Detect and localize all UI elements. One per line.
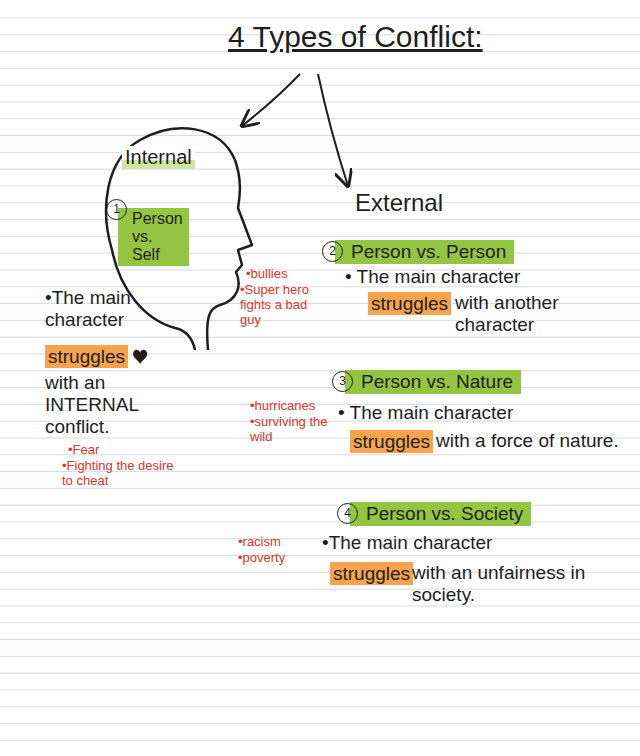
node-text: Person vs. Society	[366, 503, 523, 525]
highlight-word: struggles	[45, 345, 128, 368]
ruled-line	[0, 488, 640, 489]
ruled-line	[0, 18, 640, 19]
ruled-line	[0, 505, 640, 506]
highlight-band: Person vs. Society4	[350, 502, 531, 526]
ruled-line	[0, 152, 640, 153]
ruled-line	[0, 555, 640, 556]
page-title: 4 Types of Conflict:	[228, 20, 483, 54]
callout-number: 2	[322, 241, 343, 262]
node-text: Person vs. Self	[132, 210, 183, 264]
callout-number: 4	[338, 504, 357, 523]
callout-number: 2	[323, 242, 342, 261]
ruled-line	[0, 186, 640, 187]
note-text: with an INTERNAL conflict.	[45, 372, 157, 438]
highlight-band: Person vs. Self1	[118, 208, 189, 266]
example-note: •bullies	[246, 266, 287, 281]
example-note: •poverty	[238, 550, 285, 565]
callout-number: 3	[333, 372, 352, 391]
ruled-line	[0, 337, 640, 338]
node-text: struggles	[333, 562, 410, 585]
ruled-line	[0, 723, 640, 724]
example-note: •hurricanes	[250, 398, 315, 413]
ruled-line	[0, 690, 640, 691]
highlight-band: Person vs. Person2	[335, 240, 514, 264]
callout-number: 4	[337, 503, 358, 524]
note-text: with an unfairness in society.	[412, 562, 627, 606]
ruled-line	[0, 253, 640, 254]
note-text: • The main character	[338, 402, 608, 424]
highlight-band: Person vs. Nature3	[345, 370, 521, 394]
ruled-line	[0, 236, 640, 237]
highlight-word: struggles	[330, 562, 413, 585]
node-text: Person vs. Nature	[361, 371, 513, 393]
section-heading: Internal	[122, 146, 195, 169]
note-text: with a force of nature.	[436, 430, 626, 452]
example-note: •Super hero fights a bad guy	[240, 282, 328, 327]
ruled-line	[0, 169, 640, 170]
ruled-line	[0, 102, 640, 103]
branch-arrow	[318, 74, 348, 186]
note-text: with another character	[455, 292, 625, 336]
ruled-line	[0, 522, 640, 523]
node-text: struggles	[371, 292, 448, 315]
ruled-line	[0, 622, 640, 623]
highlight-word: struggles	[368, 292, 451, 315]
example-note: •Fear	[68, 442, 99, 457]
example-note: •surviving the wild	[250, 414, 334, 444]
ruled-line	[0, 639, 640, 640]
callout-number: 1	[106, 199, 127, 220]
ruled-line	[0, 538, 640, 539]
ruled-line	[0, 270, 640, 271]
branch-arrow	[242, 74, 300, 126]
note-text: •The main character	[45, 287, 133, 331]
ruled-line	[0, 606, 640, 607]
highlight-word: struggles	[350, 430, 433, 453]
ruled-line	[0, 706, 640, 707]
ruled-line	[0, 135, 640, 136]
section-heading: External	[355, 192, 443, 214]
node-text: struggles	[48, 345, 125, 368]
example-note: •racism	[238, 534, 281, 549]
ruled-line	[0, 673, 640, 674]
heart-doodle	[133, 350, 147, 364]
note-text: •The main character	[322, 532, 612, 554]
ruled-line	[0, 118, 640, 119]
head-profile	[106, 128, 252, 350]
callout-number: 1	[107, 200, 126, 219]
ruled-line	[0, 219, 640, 220]
ruled-line	[0, 656, 640, 657]
note-text: • The main character	[345, 266, 615, 288]
node-text: Person vs. Person	[351, 241, 506, 263]
ruled-line	[0, 370, 640, 371]
ruled-line	[0, 740, 640, 741]
ruled-line	[0, 589, 640, 590]
node-text: struggles	[353, 430, 430, 453]
callout-number: 3	[332, 371, 353, 392]
example-note: •Fighting the desire to cheat	[62, 458, 174, 488]
ruled-line	[0, 68, 640, 69]
ruled-line	[0, 202, 640, 203]
